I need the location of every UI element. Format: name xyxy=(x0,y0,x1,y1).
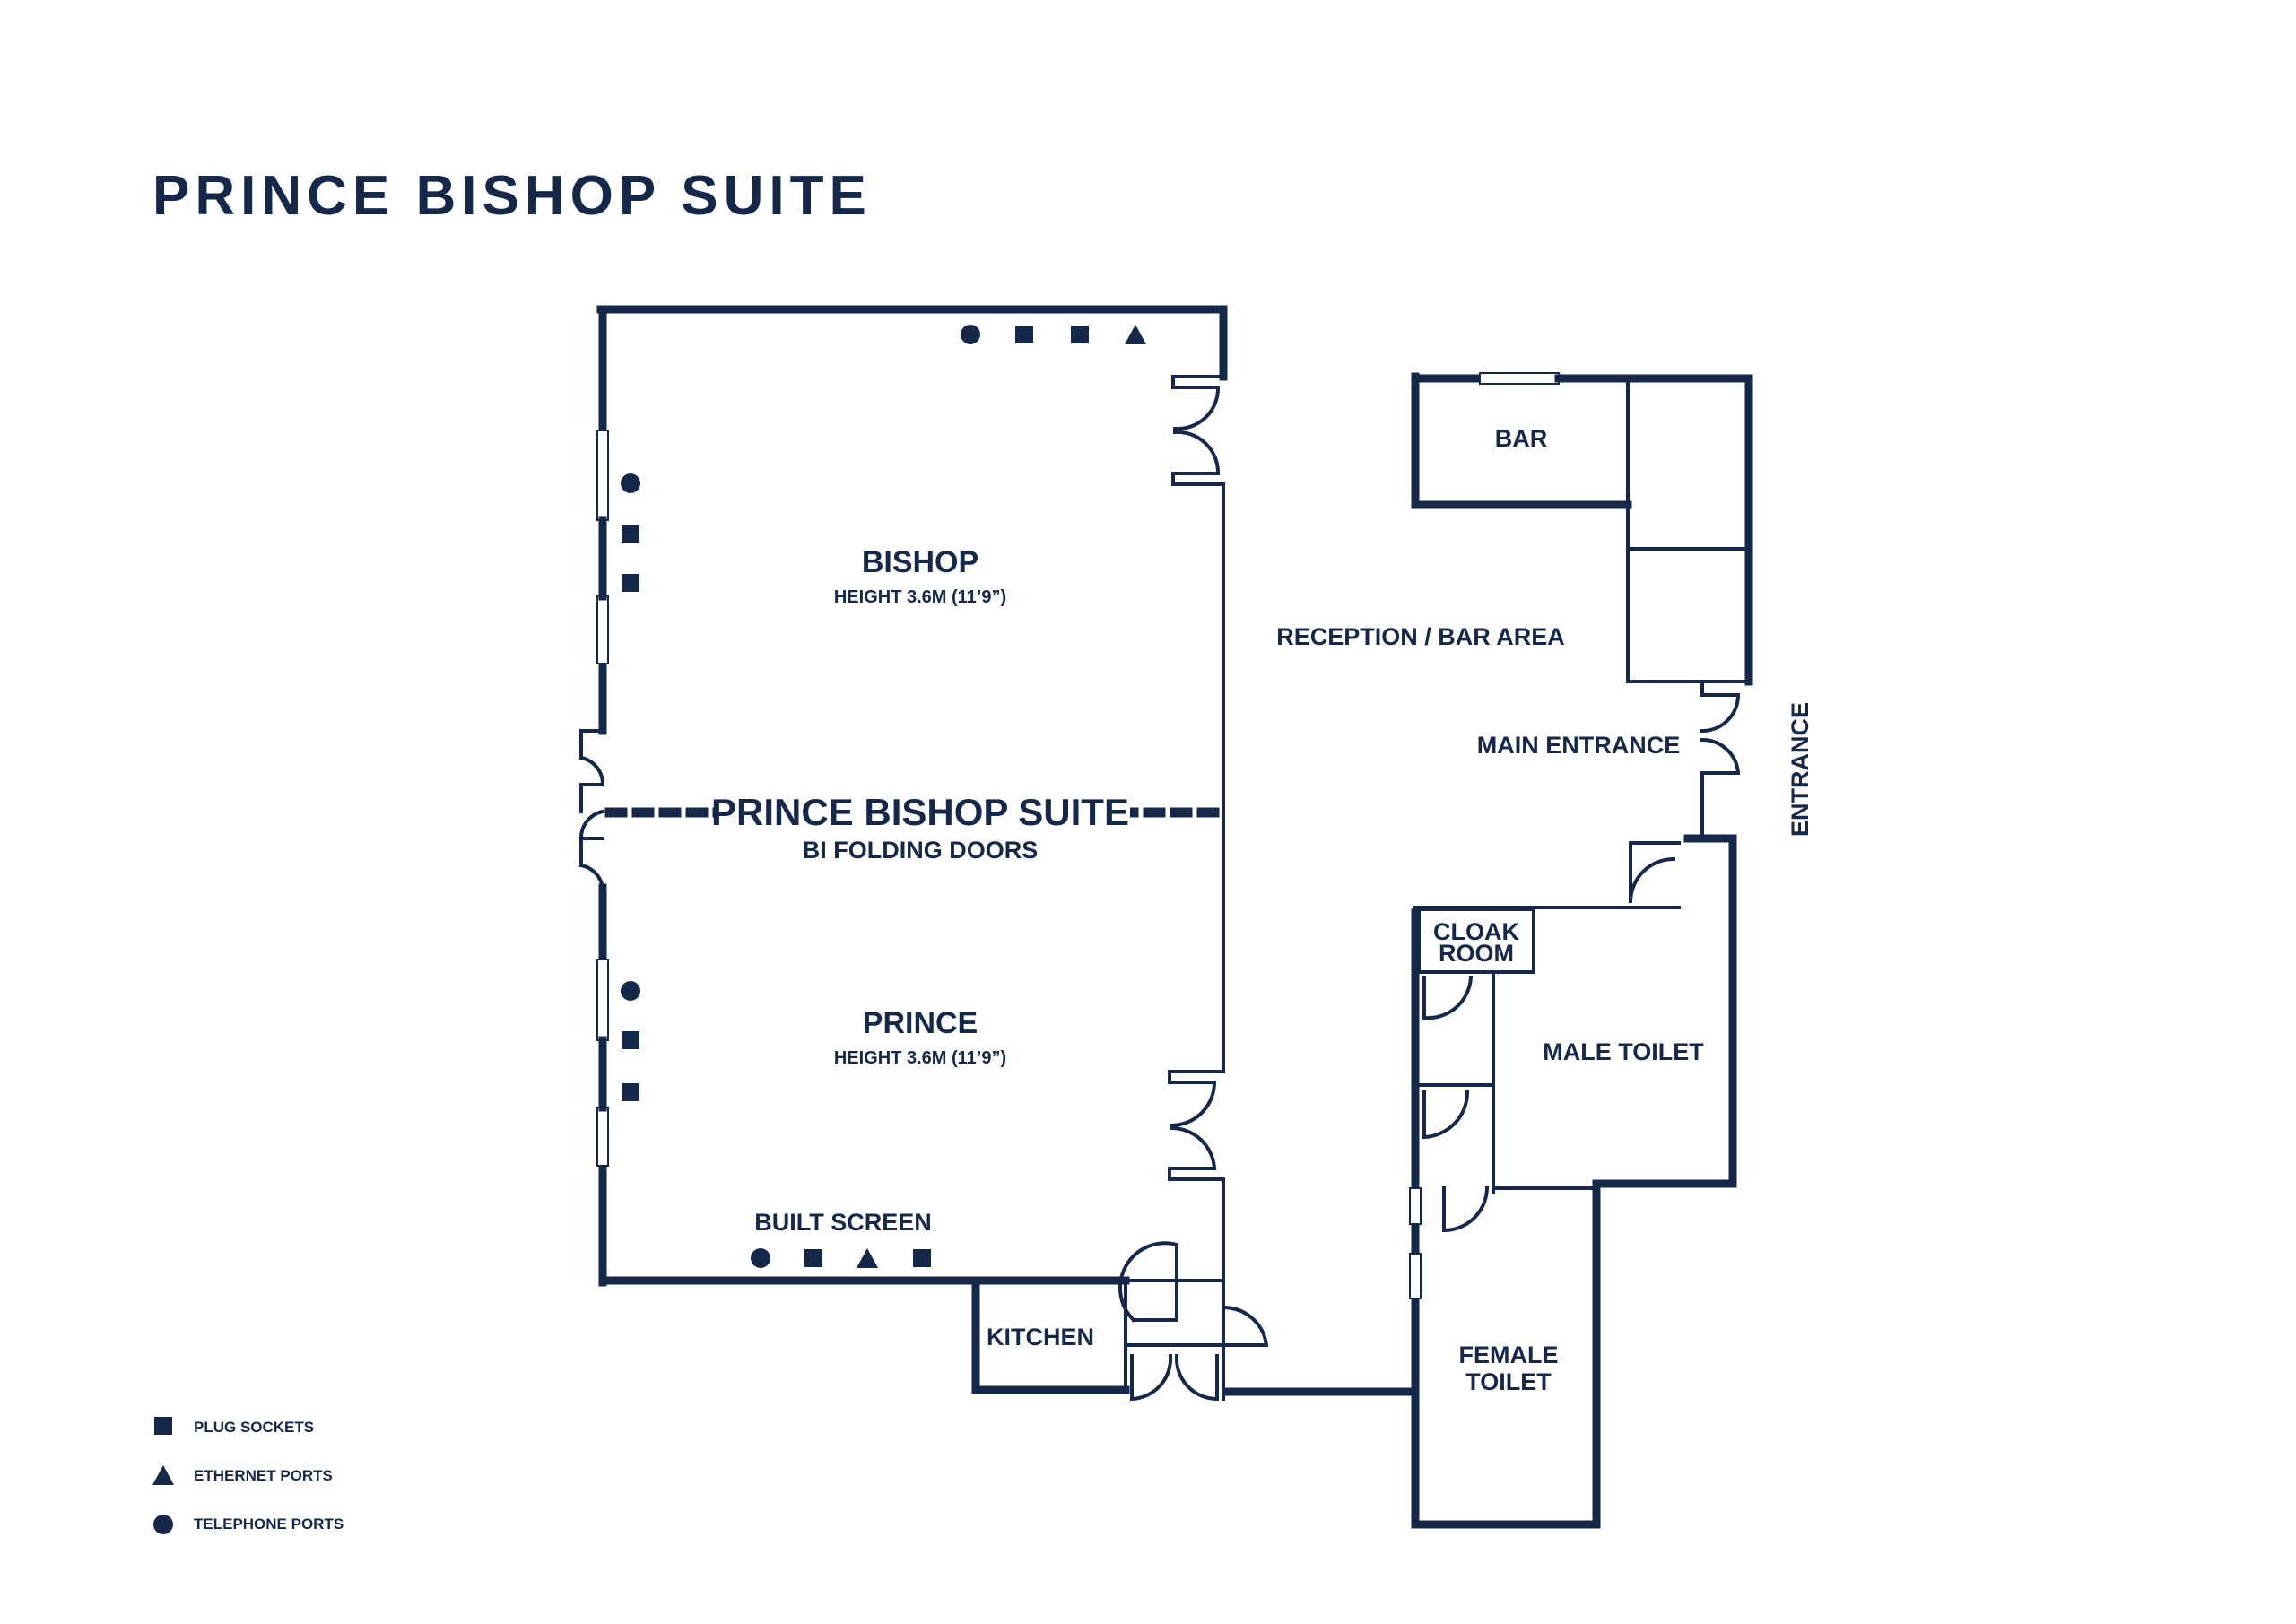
right-lower-double-door[interactable] xyxy=(1168,1070,1225,1181)
door-swing xyxy=(578,809,605,841)
left-wall-ports-prince xyxy=(621,981,640,1101)
door-swing xyxy=(1700,737,1741,776)
entrance-label: ENTRANCE xyxy=(1787,702,1813,837)
divider-label-mask xyxy=(718,795,1130,830)
folding-doors-label: BI FOLDING DOORS xyxy=(803,837,1039,864)
door-swing xyxy=(1169,1125,1217,1171)
window xyxy=(596,430,609,521)
cloak-room-label-line1: CLOAK xyxy=(1433,918,1519,945)
suite-bottom-wall xyxy=(598,1276,1130,1394)
door-swing xyxy=(1130,1353,1173,1402)
toilet-block xyxy=(1409,834,1737,1529)
telephone-port-icon xyxy=(751,1248,770,1268)
door-swing xyxy=(1174,1353,1219,1402)
bishop-room-name: BISHOP xyxy=(862,545,978,579)
bottom-wall-ports xyxy=(751,1248,931,1268)
female-toilet-label-line1: FEMALE xyxy=(1459,1342,1559,1368)
door-swing xyxy=(1221,1305,1269,1347)
page-title: PRINCE BISHOP SUITE xyxy=(152,165,872,227)
door-leaf xyxy=(579,729,604,760)
bar-block xyxy=(1411,372,1753,686)
cloak-room xyxy=(1417,908,1535,974)
door-swing xyxy=(578,755,605,787)
window xyxy=(1409,1187,1422,1225)
plug-socket-icon xyxy=(1071,326,1089,343)
kitchen-room xyxy=(971,1276,1130,1392)
door-leaf xyxy=(1700,680,1740,697)
door-leaf xyxy=(1168,1167,1225,1181)
ethernet-port-icon xyxy=(1125,325,1146,344)
toilet-entry-door[interactable] xyxy=(1628,841,1681,904)
bar-window xyxy=(1479,372,1560,385)
square-icon xyxy=(154,1417,172,1435)
ethernet-port-icon xyxy=(857,1248,878,1268)
suite-walls xyxy=(596,305,1228,1394)
window xyxy=(1409,1253,1422,1299)
window xyxy=(596,959,609,1041)
plug-socket-icon xyxy=(1015,326,1033,343)
female-toilet-label-line2: TOILET xyxy=(1465,1368,1552,1395)
suite-top-wall xyxy=(596,305,1228,381)
left-double-door[interactable] xyxy=(578,729,605,890)
telephone-port-icon xyxy=(961,325,980,344)
built-screen-label: BUILT SCREEN xyxy=(754,1209,932,1236)
cloak-door[interactable] xyxy=(1422,975,1474,1020)
plug-socket-icon xyxy=(622,525,639,543)
legend-label-ethernet-ports: ETHERNET PORTS xyxy=(194,1467,333,1484)
door-swing xyxy=(1118,1241,1178,1323)
door-leaf xyxy=(579,837,604,867)
door-swing xyxy=(578,863,605,890)
reception-label: RECEPTION / BAR AREA xyxy=(1276,623,1565,650)
door-leaf xyxy=(1171,375,1225,389)
telephone-port-icon xyxy=(621,473,640,493)
circle-icon xyxy=(153,1515,173,1534)
plug-socket-icon xyxy=(804,1249,822,1267)
door-swing xyxy=(1700,692,1741,734)
bar-top-right-wall xyxy=(1554,374,1753,686)
door-swing xyxy=(1172,385,1221,431)
lobby-doors[interactable] xyxy=(1118,1241,1269,1402)
telephone-port-icon xyxy=(621,981,640,1001)
main-entrance-label: MAIN ENTRANCE xyxy=(1477,732,1681,759)
top-wall-ports xyxy=(961,325,1146,344)
plug-socket-icon xyxy=(913,1249,931,1267)
triangle-icon xyxy=(152,1465,174,1485)
legend-label-plug-sockets: PLUG SOCKETS xyxy=(194,1419,314,1436)
plug-socket-icon xyxy=(622,1031,639,1049)
legend: PLUG SOCKETS ETHERNET PORTS TELEPHONE PO… xyxy=(152,1417,344,1534)
female-toilet-door[interactable] xyxy=(1442,1185,1490,1233)
door-swing xyxy=(1169,1080,1217,1128)
plug-socket-icon xyxy=(622,574,639,592)
bar-label: BAR xyxy=(1495,425,1548,452)
male-toilet-door[interactable] xyxy=(1422,1090,1470,1140)
bar-outer-wall xyxy=(1411,372,1632,509)
prince-room-height: HEIGHT 3.6M (11’9”) xyxy=(834,1048,1006,1068)
toilet-outer-wall xyxy=(1411,834,1737,1529)
window xyxy=(596,595,609,664)
right-upper-double-door[interactable] xyxy=(1171,375,1225,486)
door-leaf xyxy=(579,783,604,813)
main-entrance-door[interactable] xyxy=(1700,680,1741,840)
window xyxy=(596,1107,609,1167)
plug-socket-icon xyxy=(622,1083,639,1101)
door-leaf xyxy=(1168,1070,1225,1084)
male-toilet-label: MALE TOILET xyxy=(1543,1038,1704,1065)
cloak-room-label-line2: ROOM xyxy=(1439,940,1514,967)
kitchen-label: KITCHEN xyxy=(987,1324,1094,1350)
door-swing xyxy=(1172,430,1221,476)
legend-label-telephone-ports: TELEPHONE PORTS xyxy=(194,1515,344,1533)
prince-room-name: PRINCE xyxy=(863,1006,978,1040)
door-leaf xyxy=(1700,771,1740,840)
suite-label: PRINCE BISHOP SUITE xyxy=(711,791,1129,833)
bishop-room-height: HEIGHT 3.6M (11’9”) xyxy=(834,587,1006,607)
door-leaf xyxy=(1171,472,1225,486)
left-wall-ports-bishop xyxy=(621,473,640,592)
